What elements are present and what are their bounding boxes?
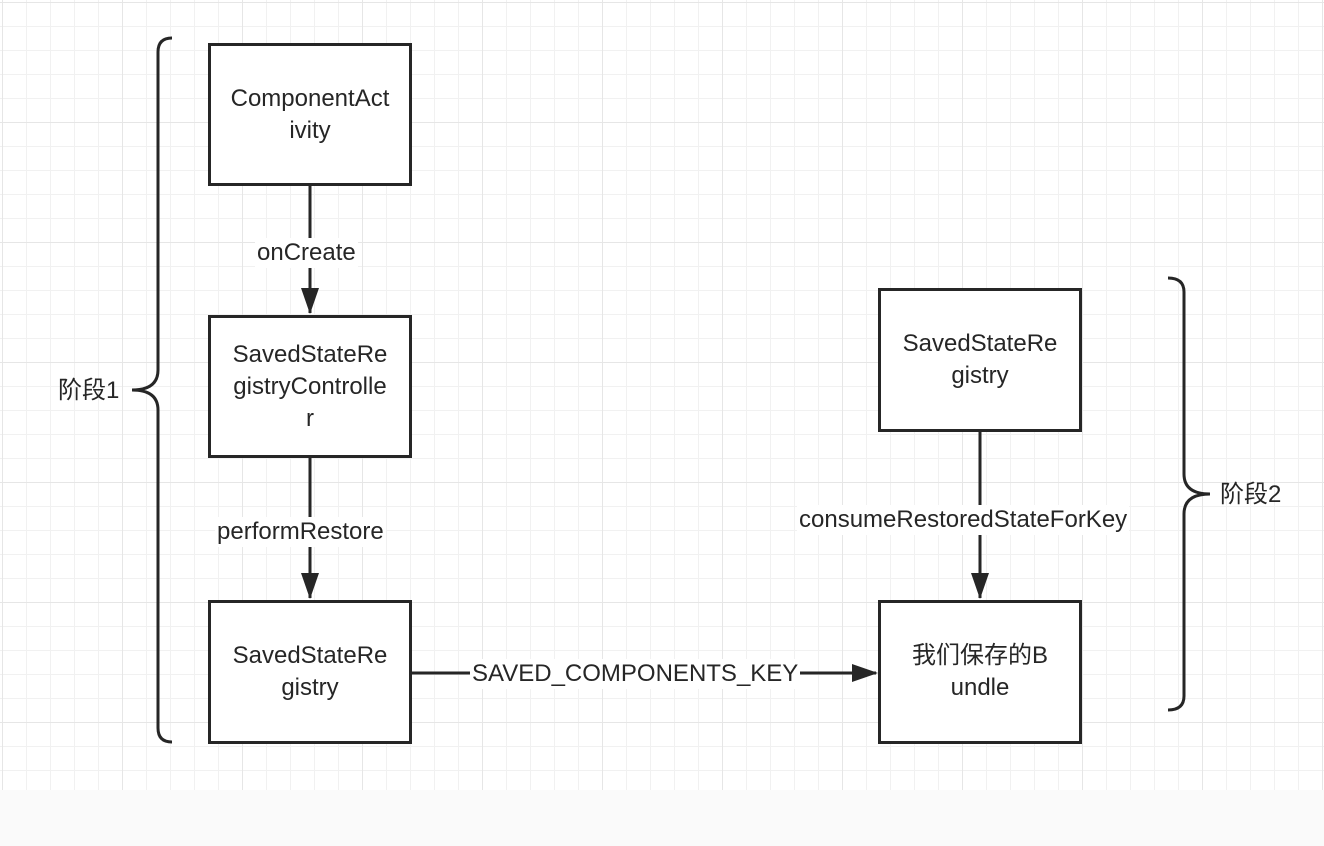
node-saved-state-registry-controller: SavedStateRegistryController bbox=[208, 315, 412, 458]
node-saved-state-registry-stage2-label: SavedStateRegistry bbox=[902, 330, 1058, 389]
edge-label-performrestore: performRestore bbox=[215, 517, 386, 547]
node-saved-bundle: 我们保存的Bundle bbox=[878, 600, 1082, 744]
stage1-label: 阶段1 bbox=[58, 377, 120, 404]
node-saved-state-registry-stage2: SavedStateRegistry bbox=[878, 288, 1082, 432]
stage2-label: 阶段2 bbox=[1220, 481, 1282, 508]
node-component-activity-label: ComponentActivity bbox=[230, 84, 390, 144]
edge-label-saved-components-key: SAVED_COMPONENTS_KEY bbox=[470, 659, 801, 689]
arrowhead-performrestore bbox=[301, 573, 319, 599]
node-saved-state-registry-stage1: SavedStateRegistry bbox=[208, 600, 412, 744]
stage1-brace bbox=[131, 36, 173, 744]
node-component-activity: ComponentActivity bbox=[208, 43, 412, 186]
bottom-margin bbox=[0, 790, 1324, 846]
arrowhead-saved-components-key bbox=[852, 664, 878, 682]
edge-label-consume-restored: consumeRestoredStateForKey bbox=[797, 505, 1130, 535]
node-saved-bundle-label: 我们保存的Bundle bbox=[911, 642, 1048, 701]
arrowhead-oncreate bbox=[301, 288, 319, 314]
node-saved-state-registry-controller-label: SavedStateRegistryController bbox=[232, 340, 388, 432]
edge-label-oncreate: onCreate bbox=[255, 238, 358, 268]
arrowhead-consume-restored bbox=[971, 573, 989, 599]
stage2-brace bbox=[1167, 276, 1211, 712]
node-saved-state-registry-stage1-label: SavedStateRegistry bbox=[232, 642, 388, 701]
